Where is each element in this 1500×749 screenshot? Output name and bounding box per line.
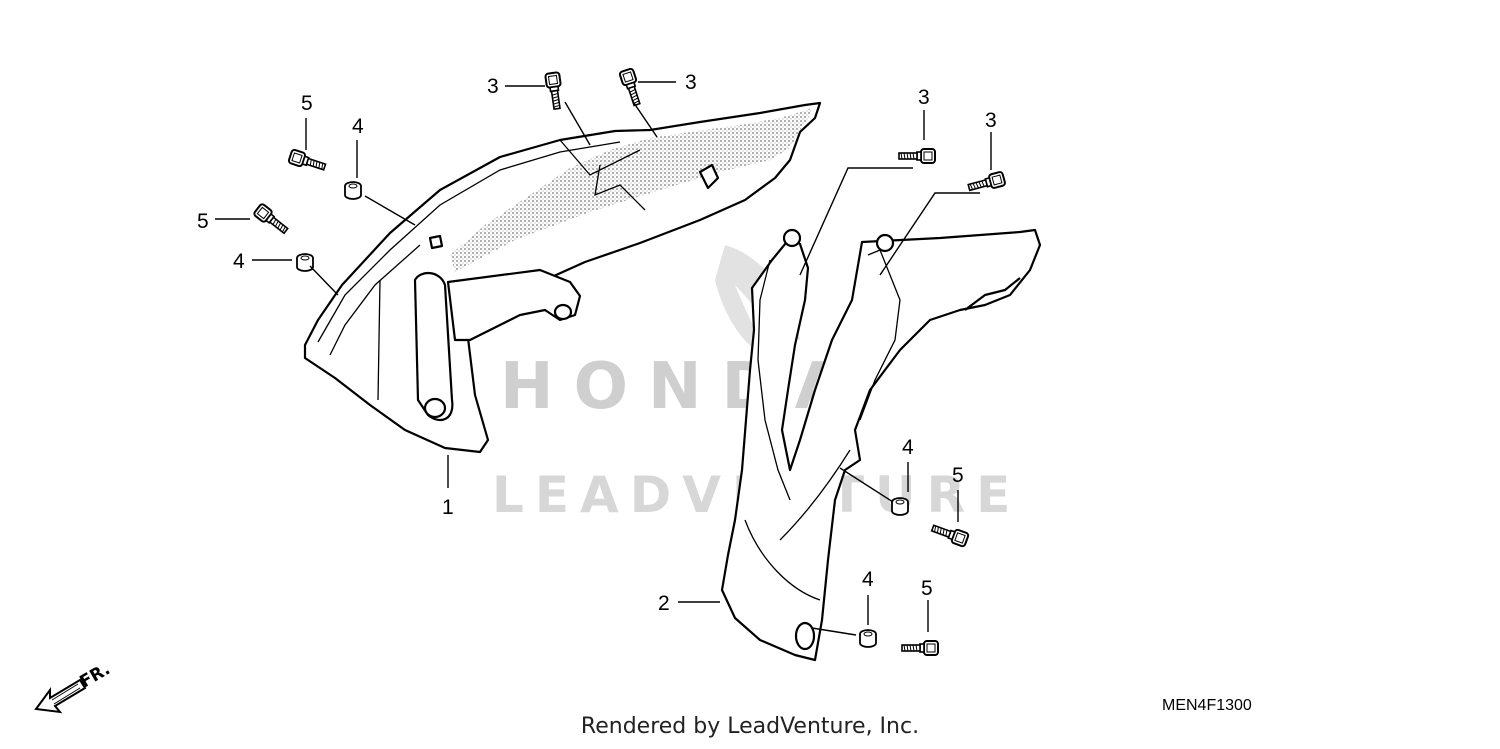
callout-5: 5 (921, 577, 933, 600)
bolt-3b-icon (618, 67, 645, 108)
bolt-3d-icon (966, 170, 1007, 196)
bolt-5b-icon (252, 202, 292, 238)
callout-5: 5 (301, 92, 313, 115)
bolt-5c-icon (929, 520, 970, 548)
bolt-5d-icon (901, 640, 939, 656)
callout-3: 3 (985, 109, 997, 132)
callout-4: 4 (233, 250, 245, 273)
collar-4c-icon (891, 497, 909, 516)
callout-2: 2 (658, 592, 670, 615)
callouts: 5 4 5 4 3 3 3 3 1 2 4 5 4 5 (197, 71, 997, 615)
callout-4: 4 (862, 568, 874, 591)
callout-4: 4 (902, 436, 914, 459)
diagram-code: MEN4F1300 (1162, 697, 1252, 714)
collar-4b-icon (296, 253, 314, 272)
callout-3: 3 (918, 86, 930, 109)
callout-4: 4 (352, 115, 364, 138)
leader-lines (215, 81, 992, 636)
front-direction-arrow-icon: FR. (34, 659, 114, 714)
bolt-3c-icon (898, 148, 936, 164)
bolt-5a-icon (287, 148, 328, 175)
callout-5: 5 (197, 210, 209, 233)
right-shroud (720, 228, 1042, 662)
callout-1: 1 (442, 496, 454, 519)
callout-5: 5 (952, 464, 964, 487)
callout-3: 3 (487, 75, 499, 98)
left-shroud (303, 101, 822, 454)
bolt-3a-icon (544, 71, 565, 111)
footer-caption: Rendered by LeadVenture, Inc. (580, 714, 920, 739)
collar-4a-icon (344, 181, 362, 200)
callout-3: 3 (685, 71, 697, 94)
collar-4d-icon (859, 629, 877, 648)
